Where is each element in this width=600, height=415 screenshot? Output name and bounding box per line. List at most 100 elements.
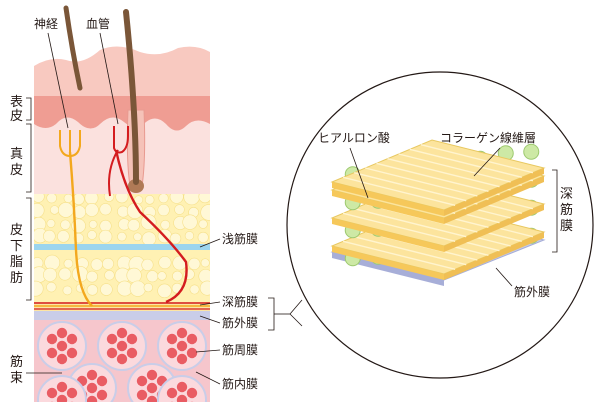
muscle-fiber (146, 382, 158, 394)
fat-cell (49, 205, 60, 215)
zoom-connector-2 (289, 299, 303, 315)
collagen-fiber (420, 143, 534, 174)
muscle-fiber (96, 375, 108, 387)
nerve-leader (47, 32, 69, 129)
subcutis-label-3: 脂 (10, 255, 23, 270)
fat-cell (169, 232, 182, 245)
muscle-bundle-label-2: 束 (10, 371, 23, 386)
subcutis-label-1: 皮 (10, 223, 23, 238)
muscle-fiber (146, 395, 158, 402)
muscle-fiber (176, 340, 188, 352)
subcutis-label-2: 下 (10, 239, 23, 254)
collagen-fiber (342, 176, 456, 207)
muscle-fiber (86, 369, 98, 381)
zoom-epimysium-label: 筋外膜 (514, 284, 550, 299)
muscle-fiber (106, 347, 118, 359)
collagen-fiber (365, 167, 478, 197)
fat-cell (146, 270, 159, 283)
muscle-fiber (166, 387, 178, 399)
hyaluronic-leader (349, 147, 369, 199)
epimysium-band (34, 311, 210, 320)
vessel-label: 血管 (86, 16, 110, 31)
muscle-fiber (116, 340, 128, 352)
fat-cell (84, 202, 99, 217)
fat-cell (157, 271, 167, 281)
zoom-deep-fascia-label-2: 筋 (560, 202, 573, 218)
fat-cell (46, 192, 57, 204)
muscle-fiber (116, 353, 128, 365)
muscle-fiber (126, 333, 138, 345)
fat-cell (98, 229, 113, 244)
collagen-plate-3-front-edge (332, 246, 444, 280)
hair-bulb (128, 179, 144, 193)
fat-cell (189, 284, 200, 295)
collagen-fiber (354, 235, 467, 266)
muscle-fiber (86, 395, 98, 402)
muscle-fiber (46, 387, 58, 399)
fat-cell (144, 195, 155, 205)
endomysium-leader (195, 371, 221, 385)
muscle-bundle-label-1: 筋 (10, 354, 23, 370)
fat-cell (141, 258, 154, 271)
hair-shaft-left (63, 5, 83, 91)
fat-cell (58, 267, 72, 281)
fat-cell (140, 214, 157, 230)
muscle-fiber (66, 387, 78, 399)
fat-cell (126, 267, 142, 283)
fat-cell (200, 258, 210, 268)
muscle-fiber (56, 353, 68, 365)
perimysium-leader (195, 349, 221, 353)
muscle-fiber (46, 347, 58, 359)
vessel-path (114, 149, 188, 304)
superficial-fascia-band (34, 244, 210, 250)
fat-cell (158, 193, 169, 204)
deep-fascia-label: 深筋膜 (222, 294, 258, 309)
muscle-fiber (166, 333, 178, 345)
fat-cell (104, 269, 115, 281)
superficial-fascia-leader (199, 238, 221, 248)
muscle-fiber (106, 333, 118, 345)
fat-cell (200, 204, 210, 221)
bracket-subcutis (26, 197, 32, 301)
bracket-dermis (26, 123, 32, 193)
muscle-fascicle-grid (37, 321, 207, 402)
fat-cell (43, 267, 58, 282)
dermis-label-1: 真 (10, 147, 23, 162)
muscle-fiber (186, 347, 198, 359)
fat-cell (174, 204, 185, 215)
zoom-deep-fascia-label-3: 膜 (560, 219, 573, 234)
collagen-fiber (387, 157, 500, 188)
muscle-fiber (56, 381, 68, 393)
fat-cell (57, 202, 74, 218)
zoom-deep-fascia-bracket (552, 169, 558, 253)
fat-cell (63, 258, 74, 269)
fat-cell (158, 256, 172, 270)
fat-cell (127, 218, 140, 232)
fat-cell (141, 231, 157, 246)
epimysium-label: 筋外膜 (222, 315, 258, 330)
fat-cell (90, 258, 103, 271)
collagen-fiber (398, 153, 511, 183)
fat-cell (88, 220, 98, 229)
fat-cell (43, 229, 56, 243)
muscle-fiber (50, 401, 54, 402)
collagen-plate-1-front-edge (332, 190, 444, 224)
zoom-bracket (268, 297, 275, 331)
fat-cell (60, 219, 71, 230)
collagen-fiber (409, 148, 522, 179)
muscle-fiber (176, 394, 188, 402)
collagen-plate-3-side-edge (444, 232, 544, 280)
epimysium-leader (199, 315, 221, 324)
nerve-label: 神経 (34, 17, 58, 31)
muscle-fiber (70, 401, 74, 402)
fat-cell (86, 284, 99, 296)
collagen-fiber (354, 207, 467, 238)
nerve-path (68, 151, 93, 307)
collagen-fiber (342, 212, 456, 243)
superficial-fascia-label: 浅筋膜 (222, 231, 258, 246)
fat-cell (157, 203, 170, 217)
fat-cell (197, 231, 209, 243)
fat-cell (34, 280, 44, 297)
